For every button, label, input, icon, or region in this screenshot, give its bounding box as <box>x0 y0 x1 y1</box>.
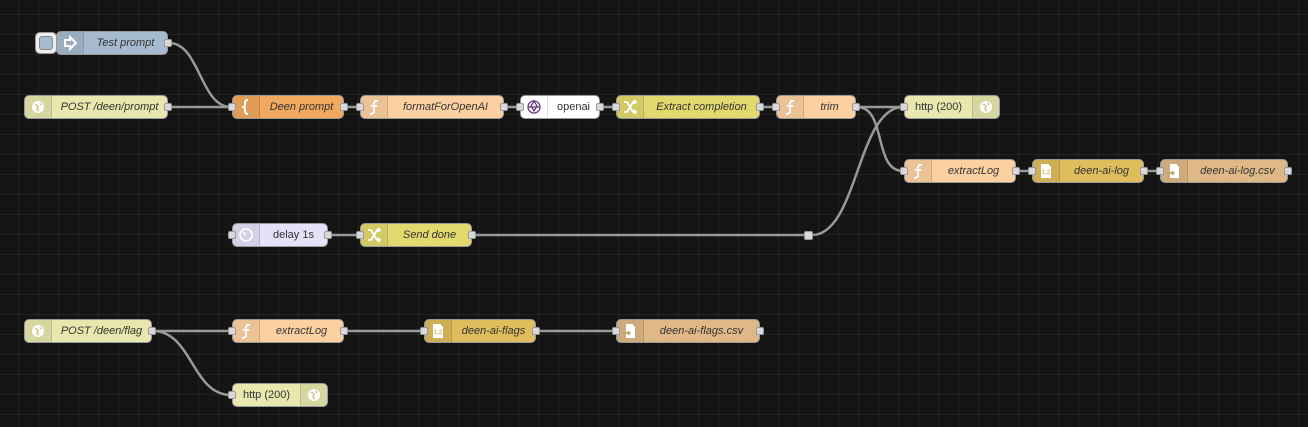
function-icon <box>777 96 804 118</box>
node-extract-log-a[interactable]: extractLog <box>900 159 1020 183</box>
input-port[interactable] <box>772 103 780 111</box>
input-port[interactable] <box>356 103 364 111</box>
node-label: Test prompt <box>96 37 155 49</box>
node-label: deen-ai-log.csv <box>1200 165 1275 177</box>
function-icon <box>361 96 388 118</box>
input-port[interactable] <box>420 327 428 335</box>
globe-icon <box>25 320 52 342</box>
node-label: Extract completion <box>656 101 747 113</box>
wire-junction-to-http-200-a[interactable] <box>811 105 904 237</box>
output-port[interactable] <box>500 103 508 111</box>
node-deen-ai-flags-csv[interactable]: deen-ai-flags.csv <box>612 319 764 343</box>
csv-icon: 1,2 <box>1033 160 1060 182</box>
node-label: http (200) <box>914 101 963 113</box>
node-label: Deen prompt <box>269 101 334 113</box>
output-port[interactable] <box>148 327 156 335</box>
output-port[interactable] <box>756 327 764 335</box>
output-port[interactable] <box>1012 167 1020 175</box>
wire-test-prompt-to-deen-prompt[interactable] <box>168 41 232 109</box>
input-port[interactable] <box>900 103 908 111</box>
node-post-deen-flag[interactable]: POST /deen/flag <box>24 319 156 343</box>
input-port[interactable] <box>228 391 236 399</box>
input-port[interactable] <box>356 231 364 239</box>
wire-junction[interactable] <box>804 231 813 240</box>
node-label: extractLog <box>275 325 328 337</box>
node-format-for-openai[interactable]: formatForOpenAI <box>356 95 508 119</box>
input-port[interactable] <box>1028 167 1036 175</box>
wire-trim-to-extract-log-a[interactable] <box>856 105 904 173</box>
shuffle-icon <box>361 224 388 246</box>
svg-text:1,2: 1,2 <box>434 330 443 336</box>
wire-post-deen-flag-to-http-200-b[interactable] <box>152 329 232 397</box>
file-icon <box>617 320 644 342</box>
globe-icon <box>972 96 999 118</box>
node-label: trim <box>820 101 839 113</box>
openai-icon <box>521 96 548 118</box>
node-deen-prompt[interactable]: Deen prompt <box>228 95 348 119</box>
node-label: deen-ai-log <box>1073 165 1130 177</box>
input-port[interactable] <box>900 167 908 175</box>
function-icon <box>905 160 932 182</box>
node-trim[interactable]: trim <box>772 95 860 119</box>
node-label: extractLog <box>947 165 1000 177</box>
node-label: deen-ai-flags.csv <box>659 325 744 337</box>
node-label: POST /deen/flag <box>60 325 143 337</box>
node-http-response-a[interactable]: http (200) <box>900 95 1000 119</box>
node-label: POST /deen/prompt <box>60 101 159 113</box>
input-port[interactable] <box>516 103 524 111</box>
node-label: Send done <box>402 229 457 241</box>
input-port[interactable] <box>228 327 236 335</box>
node-label: formatForOpenAI <box>403 101 488 113</box>
output-port[interactable] <box>756 103 764 111</box>
brace-icon <box>233 96 260 118</box>
input-port[interactable] <box>612 327 620 335</box>
output-port[interactable] <box>1140 167 1148 175</box>
output-port[interactable] <box>532 327 540 335</box>
output-port[interactable] <box>1284 167 1292 175</box>
output-port[interactable] <box>164 103 172 111</box>
node-deen-ai-log-csv[interactable]: deen-ai-log.csv <box>1156 159 1292 183</box>
node-extract-completion[interactable]: Extract completion <box>612 95 764 119</box>
inject-arrow-icon <box>57 32 84 54</box>
node-label: openai <box>556 101 591 113</box>
output-port[interactable] <box>340 103 348 111</box>
input-port[interactable] <box>228 103 236 111</box>
node-test-prompt[interactable]: Test prompt <box>56 31 172 55</box>
output-port[interactable] <box>340 327 348 335</box>
node-send-done[interactable]: Send done <box>356 223 476 247</box>
output-port[interactable] <box>324 231 332 239</box>
node-extract-log-b[interactable]: extractLog <box>228 319 348 343</box>
node-label: deen-ai-flags <box>461 325 526 337</box>
output-port[interactable] <box>852 103 860 111</box>
input-port[interactable] <box>228 231 236 239</box>
node-http-response-b[interactable]: http (200) <box>228 383 328 407</box>
node-deen-ai-log[interactable]: 1,2 deen-ai-log <box>1028 159 1148 183</box>
function-icon <box>233 320 260 342</box>
csv-icon: 1,2 <box>425 320 452 342</box>
node-label: http (200) <box>242 389 291 401</box>
output-port[interactable] <box>164 39 172 47</box>
node-deen-ai-flags[interactable]: 1,2 deen-ai-flags <box>420 319 540 343</box>
input-port[interactable] <box>1156 167 1164 175</box>
node-openai[interactable]: openai <box>516 95 604 119</box>
output-port[interactable] <box>468 231 476 239</box>
node-delay-1s[interactable]: delay 1s <box>228 223 332 247</box>
globe-icon <box>300 384 327 406</box>
output-port[interactable] <box>596 103 604 111</box>
file-icon <box>1161 160 1188 182</box>
inject-trigger-button[interactable] <box>35 32 57 54</box>
shuffle-icon <box>617 96 644 118</box>
globe-icon <box>25 96 52 118</box>
node-label: delay 1s <box>273 229 314 241</box>
node-post-deen-prompt[interactable]: POST /deen/prompt <box>24 95 172 119</box>
svg-text:1,2: 1,2 <box>1042 170 1051 176</box>
input-port[interactable] <box>612 103 620 111</box>
timer-icon <box>233 224 260 246</box>
